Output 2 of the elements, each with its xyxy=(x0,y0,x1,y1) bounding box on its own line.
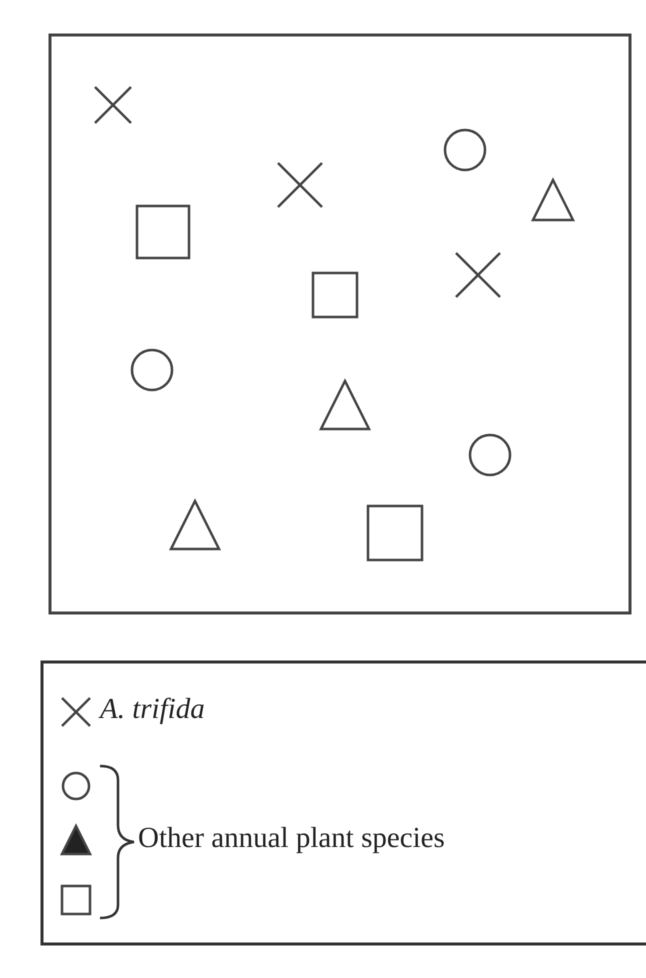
legend-text: Other annual plant species xyxy=(138,822,445,855)
legend-text: A. trifida xyxy=(100,693,205,726)
